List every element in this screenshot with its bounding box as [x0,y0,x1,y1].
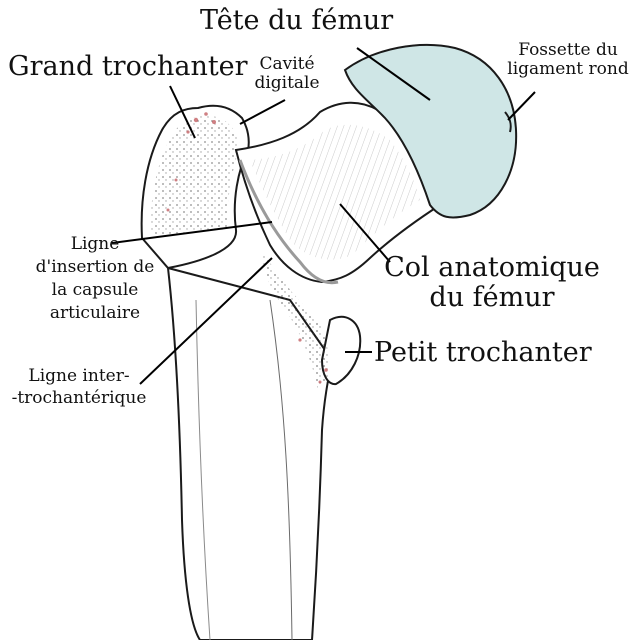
label-col-anatomique: Col anatomique du fémur [384,252,600,314]
label-tete-du-femur: Tête du fémur [200,5,394,36]
leader-ligne-insertion [111,221,273,244]
leader-lines [111,47,536,385]
shaft-contour-2 [195,299,211,640]
leader-ligne-inter [139,257,273,385]
neck-hatching [250,124,420,260]
blush-marks [166,112,328,384]
label-fossette: Fossette du ligament rond [507,40,629,80]
label-ligne-inter: Ligne inter- -trochantérique [11,366,147,409]
shaft-contour [269,299,293,640]
label-grand-trochanter: Grand trochanter [8,51,248,82]
capsule-insertion-line [238,159,339,285]
leader-grand-trochanter [169,85,196,139]
label-cavite-digitale: Cavité digitale [254,54,320,94]
label-ligne-insertion: Ligne d'insertion de la capsule articula… [35,234,155,324]
fovea-notch [504,111,512,133]
leader-cavite [239,99,286,125]
greater-trochanter-texture [150,115,240,235]
leader-tete [356,47,431,101]
femur-head [343,43,518,219]
intertrochanteric-region [262,250,330,390]
label-petit-trochanter: Petit trochanter [374,337,592,368]
leader-fossette [507,91,536,121]
leader-col [339,203,391,263]
